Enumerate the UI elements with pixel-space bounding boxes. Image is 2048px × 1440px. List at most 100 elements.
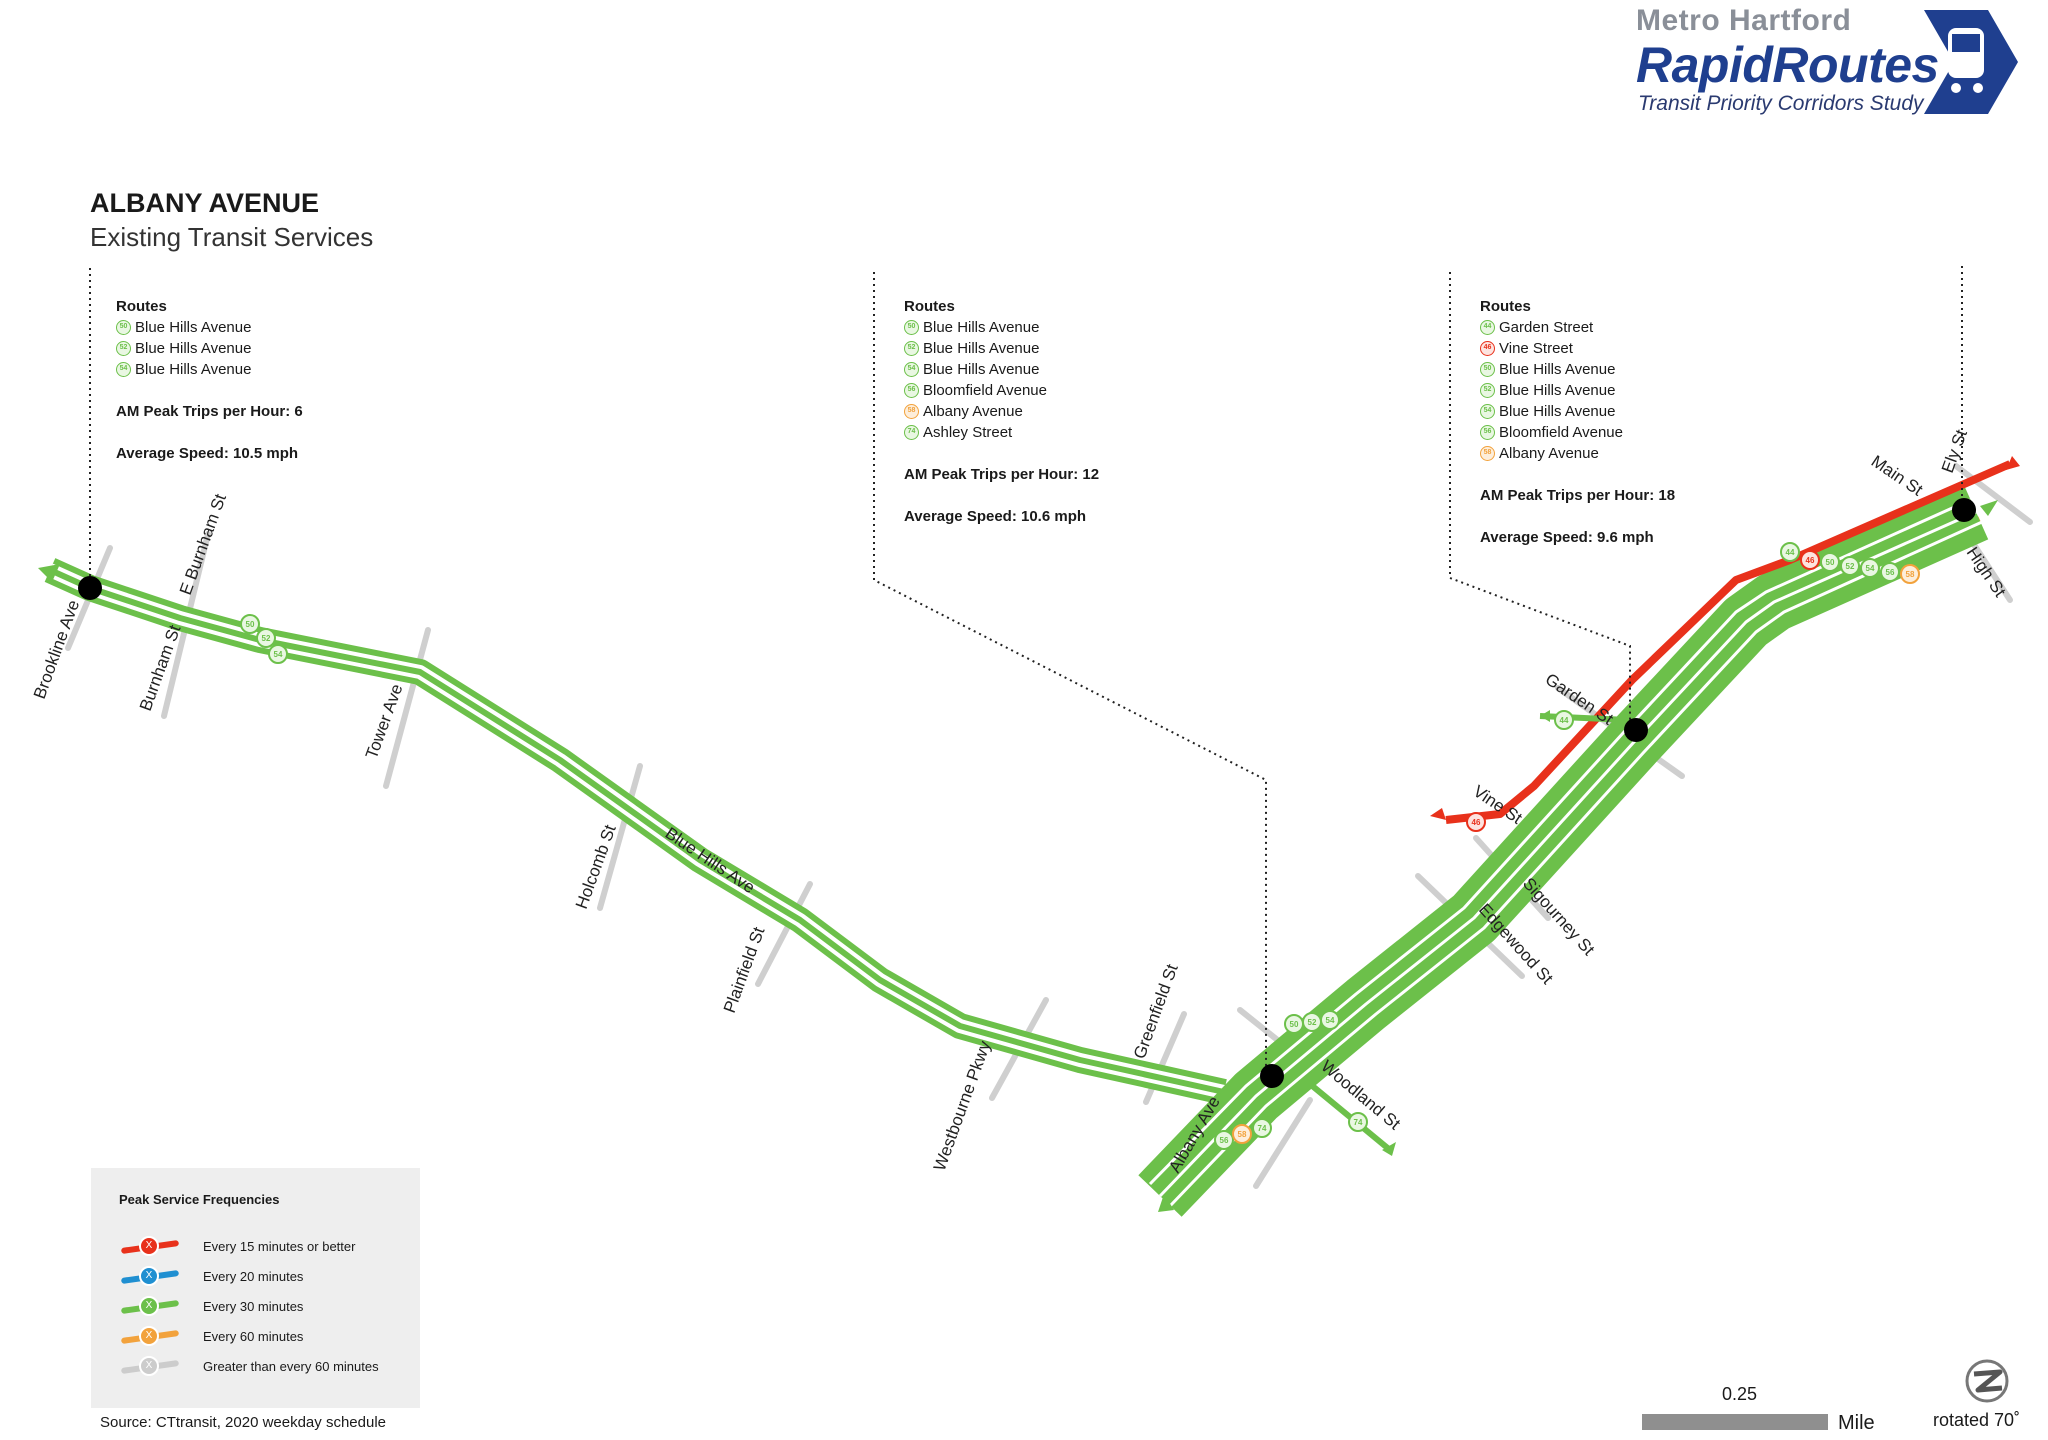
badge-52-west: 52 [256,628,276,648]
stop-points [78,498,1976,1088]
legend-label: Every 30 minutes [203,1299,304,1314]
info-box-2-heading: Routes [904,298,955,315]
scale-bar [1642,1414,1828,1430]
route-entry: 56 Bloomfield Avenue [1480,422,1675,443]
route-name: Blue Hills Avenue [135,361,252,378]
street-label-high: High St [1963,544,2010,601]
badge-52-east: 52 [1840,556,1860,576]
legend-label: Greater than every 60 minutes [203,1359,379,1374]
route-name: Garden Street [1499,319,1594,336]
svg-text:52: 52 [1308,1018,1317,1027]
peak-trips: AM Peak Trips per Hour: 18 [1480,487,1676,504]
svg-text:56: 56 [1220,1136,1229,1145]
route-badges: 50 52 54 50 52 54 56 58 74 74 46 44 44 4… [240,542,1920,1150]
info-box-3-heading: Routes [1480,298,1531,315]
legend-label: Every 20 minutes [203,1269,304,1284]
route-circle-icon: 52 [904,341,919,356]
svg-text:46: 46 [1472,818,1481,827]
route-circle-icon: 74 [904,425,919,440]
legend-title: Peak Service Frequencies [119,1192,280,1207]
route-entry: 50 Blue Hills Avenue [116,317,303,338]
stop-point-woodland [1260,1064,1284,1088]
route-circle-icon: 50 [1480,362,1495,377]
route-circle-icon: 50 [116,320,131,335]
legend-item-30min: X Every 30 minutes [119,1294,409,1318]
badge-58-south: 58 [1232,1124,1252,1144]
legend-label: Every 15 minutes or better [203,1239,356,1254]
svg-text:46: 46 [1806,556,1815,565]
svg-text:44: 44 [1560,716,1569,725]
route-name: Blue Hills Avenue [1499,403,1616,420]
north-label: rotated 70˚ [1933,1410,2021,1430]
street-label-brookline: Brookline Ave [30,597,83,701]
badge-54-east: 54 [1860,558,1880,578]
street-label-ely: Ely St [1938,427,1971,475]
route-x-icon: X [139,1266,159,1286]
svg-text:58: 58 [1906,570,1915,579]
badge-44-east: 44 [1780,542,1800,562]
route-circle-icon: 50 [904,320,919,335]
route-entry: 58 Albany Avenue [1480,443,1675,464]
svg-text:74: 74 [1258,1124,1267,1133]
badge-54-west: 54 [268,644,288,664]
svg-text:54: 54 [1326,1016,1335,1025]
avg-speed: Average Speed: 9.6 mph [1480,529,1654,546]
logo-line-3: Transit Priority Corridors Study [1638,92,1924,115]
badge-50-west: 50 [240,614,260,634]
source-note: Source: CTtransit, 2020 weekday schedule [100,1414,386,1431]
street-label-tower: Tower Ave [362,681,407,761]
route-circle-icon: 52 [1480,383,1495,398]
badge-52-mid: 52 [1302,1012,1322,1032]
badge-58-east: 58 [1900,564,1920,584]
svg-text:54: 54 [1866,564,1875,573]
route-name: Bloomfield Avenue [923,382,1047,399]
scale-unit: Mile [1838,1412,1875,1434]
route-circle-icon: 54 [1480,404,1495,419]
route-name: Blue Hills Avenue [135,319,252,336]
bus-logo-icon [1924,10,2018,114]
route-entry: 52 Blue Hills Avenue [1480,380,1675,401]
badge-50-mid: 50 [1284,1014,1304,1034]
route-circle-icon: 52 [116,341,131,356]
avg-speed: Average Speed: 10.6 mph [904,508,1087,525]
leader-lines [89,266,1963,1074]
stop-point-brookline [78,576,102,600]
route-name: Albany Avenue [923,403,1023,420]
route-name: Blue Hills Avenue [1499,382,1616,399]
route-name: Albany Avenue [1499,445,1599,462]
route-x-icon: X [139,1326,159,1346]
north-arrow-icon [1965,1359,2009,1403]
avg-speed: Average Speed: 10.5 mph [116,445,299,462]
badge-56-south: 56 [1214,1130,1234,1150]
cross-streets [65,463,2033,1189]
svg-text:52: 52 [1846,562,1855,571]
route-circle-icon: 56 [1480,425,1495,440]
badge-44-garden: 44 [1554,710,1574,730]
route-x-icon: X [139,1236,159,1256]
legend-item-over60: X Greater than every 60 minutes [119,1354,409,1378]
route-circle-icon: 58 [1480,446,1495,461]
badge-50-east: 50 [1820,552,1840,572]
route-name: Bloomfield Avenue [1499,424,1623,441]
legend: Peak Service Frequencies X Every 15 minu… [91,1168,420,1408]
peak-trips: AM Peak Trips per Hour: 12 [904,466,1100,483]
badge-46-vine: 46 [1466,812,1486,832]
street-label-plainfield: Plainfield St [720,924,769,1015]
street-label-westbourne: Westbourne Pkwy [930,1038,995,1173]
badge-74-south: 74 [1252,1118,1272,1138]
svg-text:54: 54 [274,650,283,659]
badge-74-woodland: 74 [1348,1112,1368,1132]
route-entry: 54 Blue Hills Avenue [1480,401,1675,422]
svg-text:74: 74 [1354,1118,1363,1127]
street-label-e-burnham: E Burnham St [176,491,230,597]
